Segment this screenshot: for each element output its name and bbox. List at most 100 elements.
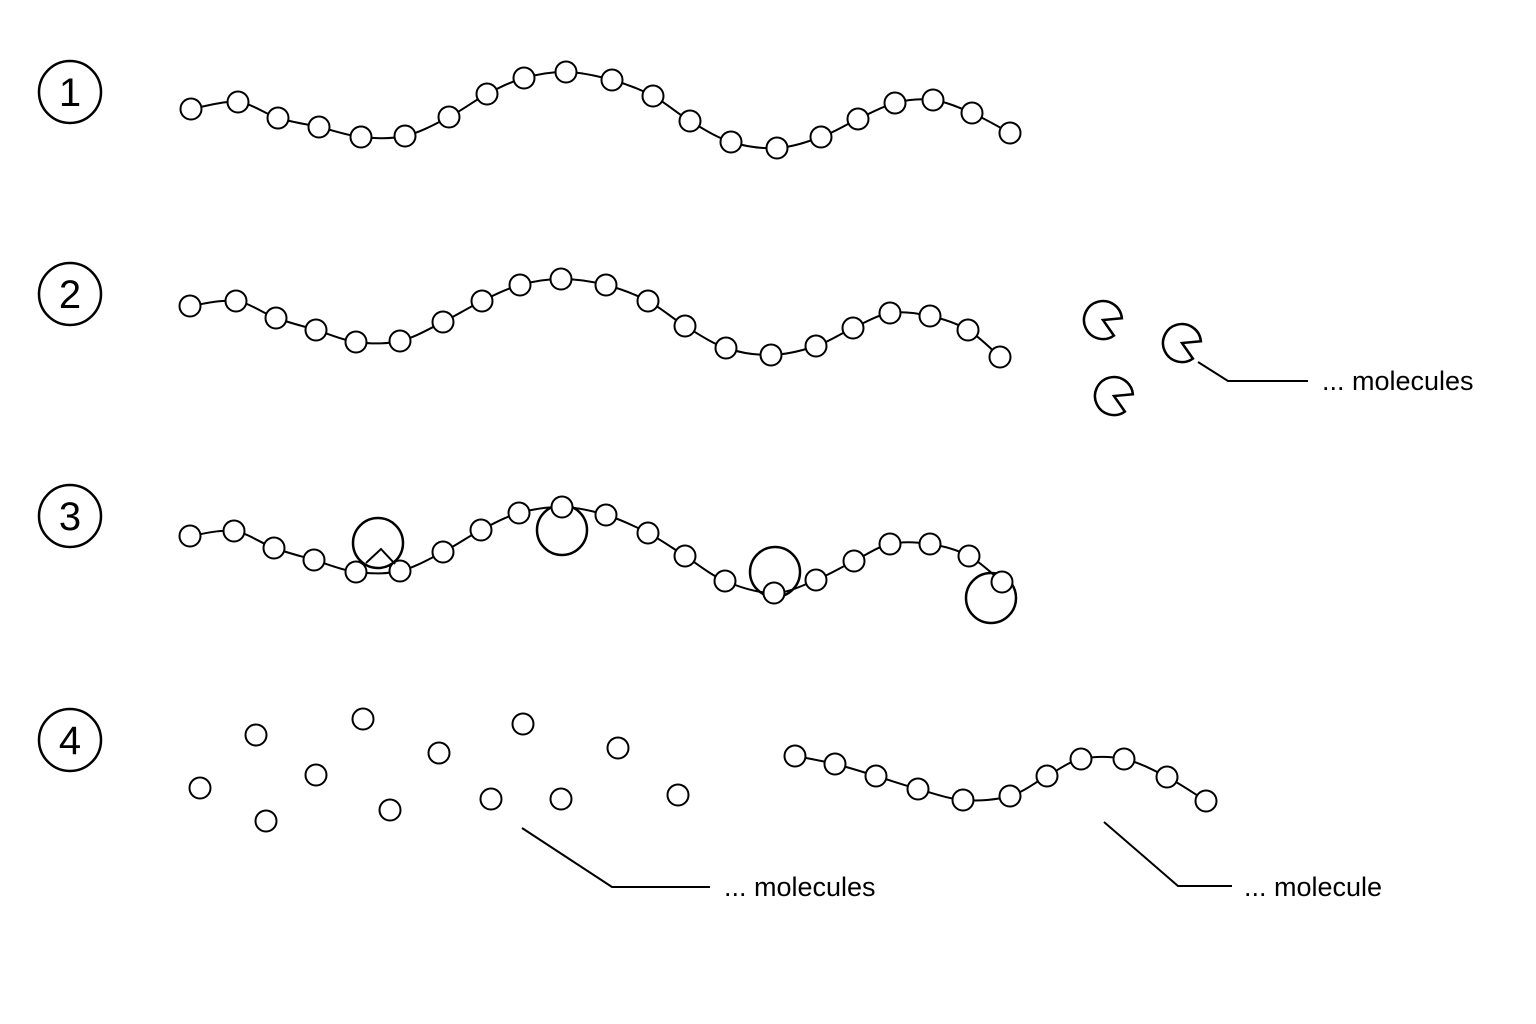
monomer-bead bbox=[762, 581, 786, 605]
step-2-marker: 2 bbox=[37, 261, 103, 327]
free-monomer bbox=[479, 787, 503, 811]
monomer-bead bbox=[878, 532, 902, 556]
step-1-marker: 1 bbox=[37, 59, 103, 125]
monomer-bead bbox=[226, 90, 250, 114]
monomer-bead bbox=[673, 314, 697, 338]
step-1-number: 1 bbox=[59, 71, 81, 115]
free-monomer bbox=[549, 787, 573, 811]
monomer-bead bbox=[512, 66, 536, 90]
monomer-bead bbox=[549, 267, 573, 291]
monomer-bead bbox=[266, 106, 290, 130]
monomer-bead bbox=[883, 91, 907, 115]
monomer-bead bbox=[906, 777, 930, 801]
monomer-bead bbox=[507, 501, 531, 525]
monomer-bead bbox=[846, 107, 870, 131]
polymer-chain-step-3 bbox=[178, 495, 1014, 605]
enzyme-active-site bbox=[365, 547, 396, 565]
monomer-bead bbox=[641, 84, 665, 108]
monomer-bead bbox=[1194, 789, 1218, 813]
monomer-bead bbox=[1035, 764, 1059, 788]
monomer-bead bbox=[841, 316, 865, 340]
monomer-bead bbox=[302, 548, 326, 572]
monomer-bead bbox=[636, 521, 660, 545]
monomer-bead bbox=[600, 68, 624, 92]
monomer-bead bbox=[988, 345, 1012, 369]
monomer-bead bbox=[804, 334, 828, 358]
free-monomer bbox=[254, 809, 278, 833]
monomer-bead bbox=[878, 301, 902, 325]
monomer-bead bbox=[804, 568, 828, 592]
monomer-bead bbox=[951, 788, 975, 812]
leader-line-step-4-molecule bbox=[1103, 821, 1232, 887]
free-monomer bbox=[378, 798, 402, 822]
bound-enzyme bbox=[351, 516, 405, 570]
monomer-bead bbox=[554, 60, 578, 84]
monomer-bead bbox=[918, 532, 942, 556]
monomer-bead bbox=[921, 88, 945, 112]
monomer-bead bbox=[864, 764, 888, 788]
monomer-bead bbox=[714, 336, 738, 360]
monomer-bead bbox=[636, 289, 660, 313]
free-monomer bbox=[427, 741, 451, 765]
free-monomer bbox=[304, 763, 328, 787]
enzyme-shape bbox=[1082, 299, 1124, 341]
enzyme-group-step-2 bbox=[1082, 299, 1203, 417]
monomer-bead bbox=[809, 125, 833, 149]
step-2-number: 2 bbox=[59, 273, 81, 317]
monomer-bead bbox=[178, 294, 202, 318]
monomer-bead bbox=[998, 121, 1022, 145]
monomer-bead bbox=[508, 273, 532, 297]
step-4-marker: 4 bbox=[37, 707, 103, 773]
monomer-bead bbox=[178, 524, 202, 548]
monomer-bead bbox=[1069, 747, 1093, 771]
monomer-bead bbox=[990, 570, 1014, 594]
label-monomer-molecules: ... molecules bbox=[724, 872, 876, 902]
free-monomer bbox=[244, 723, 268, 747]
chain-bond-line bbox=[189, 277, 1001, 358]
label-enzyme-molecules: ... molecules bbox=[1322, 366, 1474, 396]
monomer-bead bbox=[264, 306, 288, 330]
monomer-bead bbox=[349, 125, 373, 149]
monomer-bead bbox=[594, 503, 618, 527]
monomer-bead bbox=[957, 544, 981, 568]
monomer-bead bbox=[719, 130, 743, 154]
monomer-bead bbox=[222, 519, 246, 543]
monomer-bead bbox=[393, 124, 417, 148]
monomer-bead bbox=[344, 330, 368, 354]
free-monomer-group bbox=[188, 707, 690, 833]
monomer-bead bbox=[431, 540, 455, 564]
monomer-bead bbox=[759, 343, 783, 367]
monomer-bead bbox=[1155, 765, 1179, 789]
monomer-bead bbox=[224, 289, 248, 313]
monomer-bead bbox=[469, 518, 493, 542]
step-3-number: 3 bbox=[59, 495, 81, 539]
monomer-bead bbox=[673, 544, 697, 568]
monomer-bead bbox=[304, 318, 328, 342]
enzyme-shape bbox=[1093, 375, 1135, 417]
monomer-bead bbox=[437, 105, 461, 129]
monomer-bead bbox=[475, 82, 499, 106]
monomer-bead bbox=[765, 136, 789, 160]
polymer-chain-step-1 bbox=[179, 60, 1022, 160]
monomer-bead bbox=[388, 329, 412, 353]
monomer-bead bbox=[842, 549, 866, 573]
monomer-bead bbox=[179, 97, 203, 121]
monomer-bead bbox=[1112, 747, 1136, 771]
leader-line-step-2 bbox=[1197, 361, 1308, 382]
label-polymer-molecule: ... molecule bbox=[1244, 872, 1382, 902]
monomer-bead bbox=[998, 784, 1022, 808]
free-monomer bbox=[351, 707, 375, 731]
free-monomer bbox=[511, 712, 535, 736]
free-monomer bbox=[188, 776, 212, 800]
leader-line-step-4-molecules bbox=[521, 827, 710, 888]
monomer-bead bbox=[713, 569, 737, 593]
monomer-bead bbox=[388, 559, 412, 583]
free-monomer bbox=[606, 736, 630, 760]
step-4-number: 4 bbox=[59, 719, 81, 763]
monomer-bead bbox=[678, 109, 702, 133]
monomer-bead bbox=[550, 495, 574, 519]
monomer-bead bbox=[960, 101, 984, 125]
monomer-bead bbox=[918, 304, 942, 328]
monomer-bead bbox=[783, 744, 807, 768]
